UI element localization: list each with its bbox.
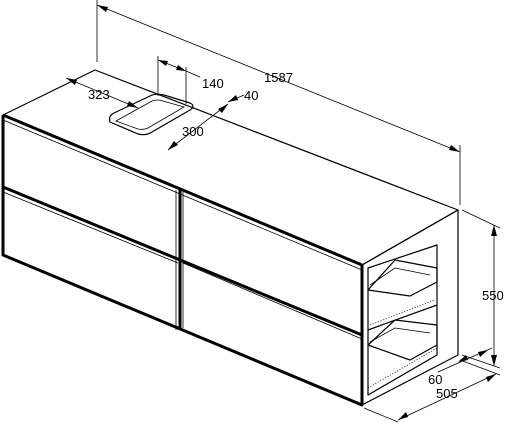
dimension-basin-width-label: 300 (182, 124, 204, 139)
dimension-basin-offset-label: 323 (88, 87, 110, 102)
dimension-basin-edge: 40 (227, 88, 258, 103)
dimension-height-label: 550 (482, 288, 504, 303)
cabinet (1, 69, 459, 407)
dimension-basin-depth-label: 140 (202, 76, 224, 91)
shelf-divider (367, 304, 438, 331)
countertop-top (2, 69, 459, 266)
shelf-bottom-dots-2 (367, 347, 438, 389)
shelf-upper-box (367, 259, 438, 297)
open-shelving (367, 244, 438, 396)
dimension-depth: 505 (363, 359, 501, 423)
basin (108, 93, 194, 136)
drawer-gap-line-right (182, 262, 363, 340)
countertop-front-edge (2, 113, 363, 267)
dimension-width-label: 1587 (264, 70, 293, 85)
dimension-basin-edge-label: 40 (244, 88, 258, 103)
dimension-depth-label: 505 (436, 386, 458, 401)
shelf-lower-box (367, 319, 438, 361)
dimension-shelf-offset-label: 60 (428, 372, 442, 387)
shelf-recess-outline (367, 244, 438, 396)
dimension-basin-depth: 140 (157, 56, 224, 104)
right-side-panel (361, 209, 459, 406)
dimension-basin-offset: 323 (65, 77, 139, 109)
basin-inner (115, 99, 186, 130)
shelf-mid-dots (369, 299, 436, 326)
drawer-split-horizontal (2, 185, 363, 337)
shelf-bottom-dots (367, 354, 438, 396)
dimension-height: 550 (461, 209, 504, 369)
dimension-basin-width: 300 (167, 103, 229, 151)
basin-outer (108, 93, 194, 136)
shelf-upper-inner (369, 267, 431, 286)
dimension-width: 1587 (96, 0, 461, 205)
drawer-gap-line-left (2, 191, 179, 264)
dimension-shelf-offset: 60 (428, 347, 493, 387)
drawer-fronts (2, 119, 363, 340)
drawer-top-inner-line (2, 119, 363, 271)
shelf-lower-inner (369, 327, 431, 343)
